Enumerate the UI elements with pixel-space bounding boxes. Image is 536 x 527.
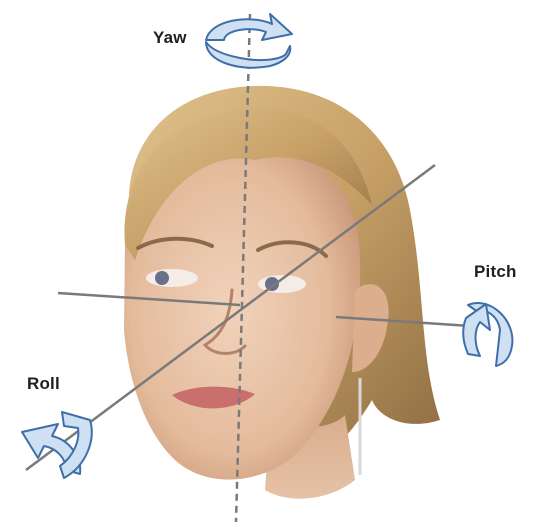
- roll-label: Roll: [27, 374, 60, 394]
- pitch-label: Pitch: [474, 262, 517, 282]
- roll-rotate-arrow-icon: [22, 412, 92, 478]
- pitch-rotate-arrow-icon: [463, 303, 512, 366]
- head-illustration: [124, 86, 440, 499]
- yaw-label: Yaw: [153, 28, 187, 48]
- left-iris: [155, 271, 169, 285]
- left-eye: [146, 269, 198, 287]
